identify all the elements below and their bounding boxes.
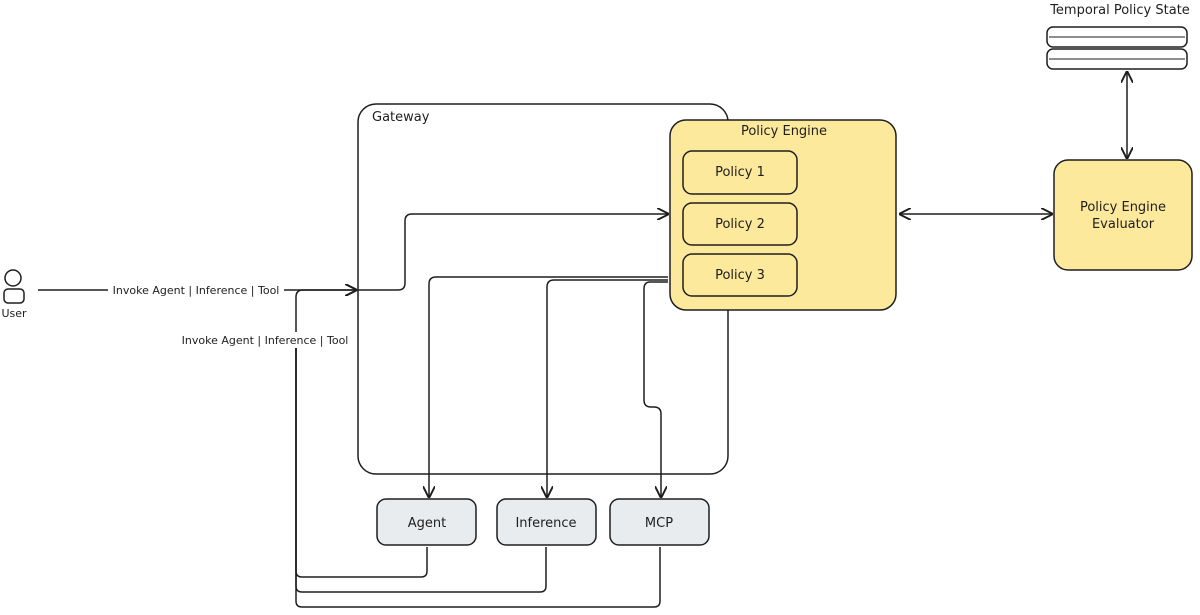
mcp-label: MCP bbox=[645, 516, 673, 531]
agent-box bbox=[376, 498, 477, 546]
inference-label: Inference bbox=[515, 516, 576, 531]
policy-2-box bbox=[682, 202, 798, 246]
policy-to-mcp-arrow bbox=[643, 281, 668, 497]
user-icon bbox=[3, 269, 25, 304]
policy-1-box bbox=[682, 150, 798, 195]
user-label: User bbox=[1, 307, 27, 320]
policy-1-label: Policy 1 bbox=[715, 165, 765, 180]
evaluator-label-line1: Policy Engine bbox=[1080, 200, 1166, 215]
gateway-to-policy-engine-arrow bbox=[356, 214, 668, 291]
mcp-return-path bbox=[295, 346, 661, 608]
policy-engine-evaluator-box bbox=[1053, 159, 1193, 271]
evaluator-label-line2: Evaluator bbox=[1092, 217, 1155, 232]
invoke-label-out: Invoke Agent | Inference | Tool bbox=[182, 334, 349, 347]
inference-box bbox=[496, 498, 597, 546]
gateway-label: Gateway bbox=[372, 110, 430, 125]
policy-3-box bbox=[682, 253, 798, 297]
state-store-label: Temporal Policy State bbox=[1049, 3, 1190, 18]
policy-to-inference-arrow bbox=[547, 279, 668, 497]
policy-engine-label: Policy Engine bbox=[741, 124, 827, 139]
invoke-label-in: Invoke Agent | Inference | Tool bbox=[113, 284, 280, 297]
policy-3-label: Policy 3 bbox=[715, 268, 765, 283]
database-icon bbox=[1046, 26, 1188, 70]
agent-label: Agent bbox=[408, 516, 446, 531]
policy-2-label: Policy 2 bbox=[715, 217, 765, 232]
policy-to-agent-arrow bbox=[429, 276, 668, 497]
mcp-box bbox=[609, 498, 710, 546]
inference-return-path bbox=[295, 346, 547, 593]
return-to-gateway-arrow bbox=[295, 290, 356, 346]
